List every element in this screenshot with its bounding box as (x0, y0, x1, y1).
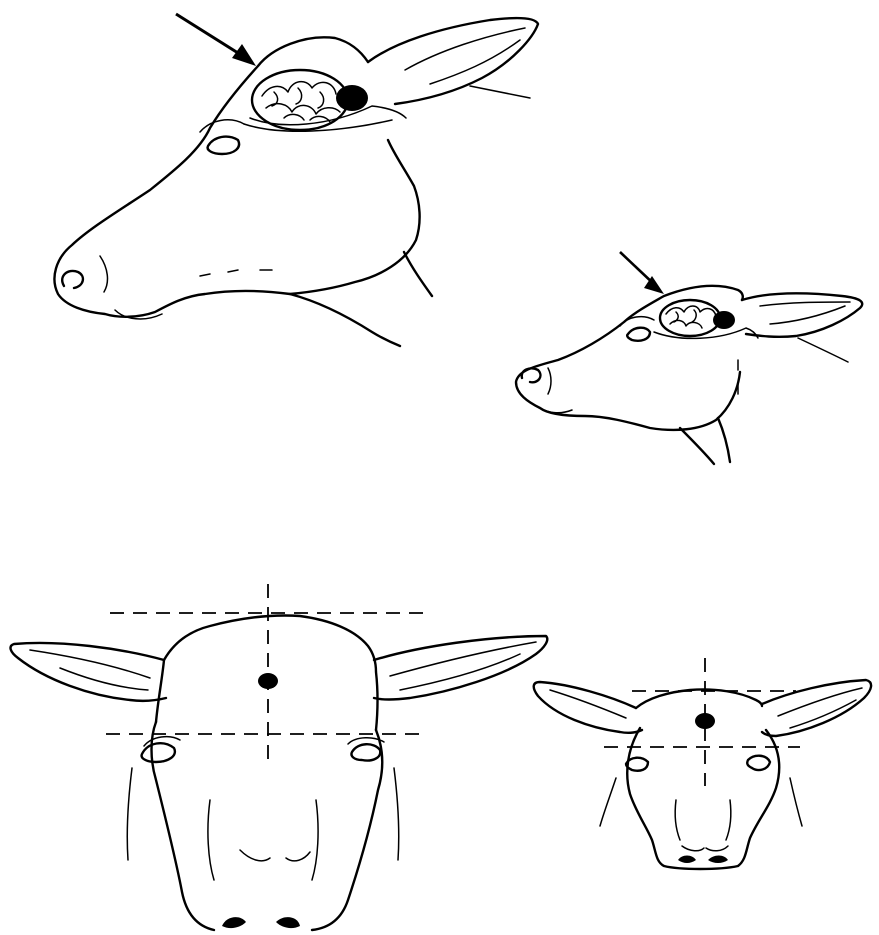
young-head-side-view (516, 252, 862, 464)
young-side-ear (742, 293, 862, 336)
young-front-nose-lines (675, 800, 731, 851)
young-side-eye (627, 328, 650, 341)
adult-head-side-view (54, 14, 538, 346)
young-side-nostril (522, 368, 541, 382)
adult-front-left-ear (11, 643, 166, 701)
adult-front-target-dot-icon (258, 673, 278, 689)
young-front-right-eye (747, 756, 770, 770)
adult-side-jaw-dash (200, 270, 272, 276)
adult-front-left-eye (142, 743, 175, 762)
adult-front-side-lines (127, 768, 399, 860)
young-front-side-lines (600, 778, 802, 826)
young-side-brain (654, 300, 758, 338)
young-head-front-view (534, 658, 871, 869)
adult-head-front-view (11, 584, 548, 930)
adult-side-eye-brow (200, 120, 244, 132)
young-front-left-eye (626, 758, 648, 771)
adult-front-nostril-right (276, 917, 300, 928)
young-front-nostril-left (678, 856, 696, 864)
adult-front-face-outline (152, 722, 383, 930)
young-front-target-dot-icon (695, 713, 715, 729)
young-side-arrow-icon (620, 252, 664, 294)
adult-side-arrow-icon (176, 14, 256, 66)
adult-side-nostril (62, 271, 83, 288)
adult-front-forehead (156, 615, 378, 730)
adult-front-nose-lines (208, 800, 318, 880)
young-side-eye-brow (620, 317, 654, 326)
young-front-right-ear (762, 680, 871, 736)
adult-side-muzzle (100, 256, 162, 319)
adult-front-right-eye (351, 744, 380, 760)
young-front-nostril-right (708, 856, 728, 864)
adult-side-eye (208, 137, 239, 154)
adult-side-neck (290, 252, 432, 346)
adult-front-eye-lids (144, 737, 384, 746)
adult-front-nostril-left (222, 917, 246, 928)
adult-side-head-outline (54, 37, 419, 316)
young-side-muzzle (540, 368, 572, 413)
